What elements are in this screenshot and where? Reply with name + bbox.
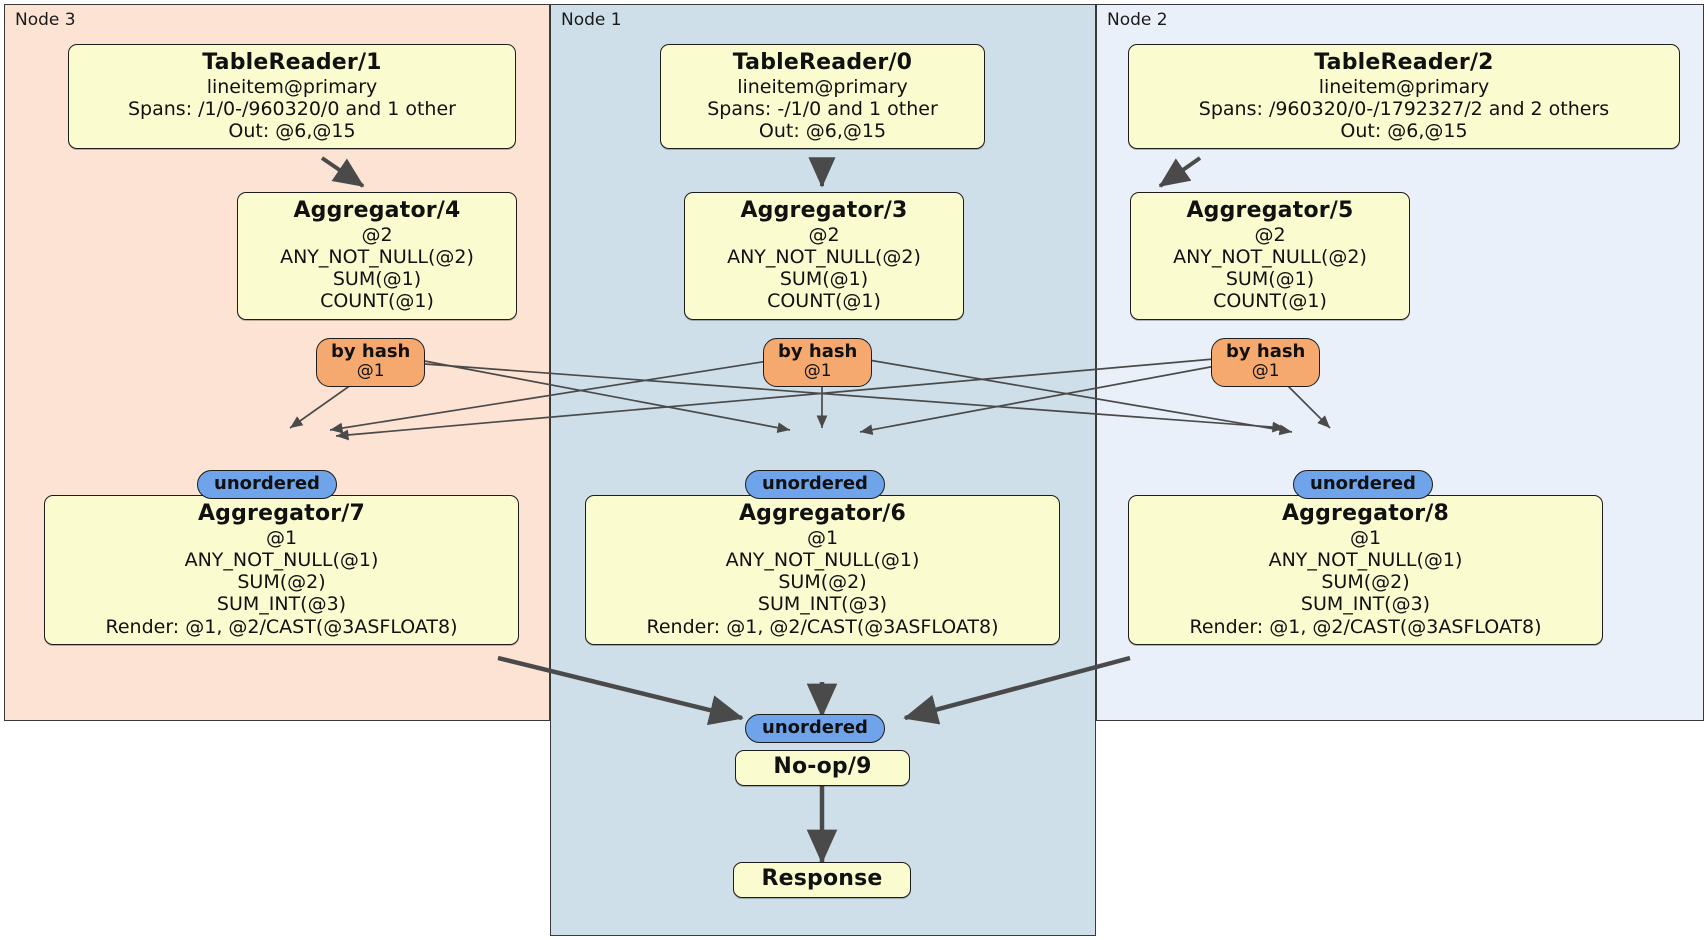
processor-line: SUM(@2) (1321, 571, 1410, 594)
processor-line: lineitem@primary (1318, 75, 1490, 98)
node-label-node1: Node 1 (561, 10, 622, 30)
processor-line: Spans: /960320/0-/1792327/2 and 2 others (1198, 97, 1610, 120)
processor-line: Out: @6,@15 (1340, 120, 1468, 143)
processor-line: COUNT(@1) (767, 290, 881, 313)
processor-line: SUM_INT(@3) (1300, 593, 1431, 616)
stream-type-label: unordered (762, 717, 868, 738)
processor-no-op-9[interactable]: No-op/9 (735, 750, 910, 786)
processor-response[interactable]: Response (733, 862, 911, 898)
processor-line: @1 (1349, 526, 1382, 549)
router-by-hash-mid[interactable]: by hash @1 (763, 338, 873, 388)
processor-line: COUNT(@1) (320, 290, 434, 313)
router-by-hash-left[interactable]: by hash @1 (316, 338, 426, 388)
processor-title: TableReader/0 (732, 50, 913, 75)
stream-type-label: unordered (214, 473, 320, 494)
stream-unordered-right[interactable]: unordered (1293, 470, 1433, 500)
router-type-label: by hash (331, 341, 411, 362)
processor-line: Spans: /1/0-/960320/0 and 1 other (128, 97, 456, 120)
processor-line: Spans: -/1/0 and 1 other (707, 97, 938, 120)
processor-line: SUM(@1) (779, 268, 869, 291)
processor-title: Aggregator/7 (197, 501, 366, 526)
router-column-label: @1 (803, 361, 832, 382)
processor-title: Aggregator/5 (1186, 198, 1354, 223)
processor-line: @2 (808, 223, 840, 246)
processor-aggregator-5[interactable]: Aggregator/5 @2 ANY_NOT_NULL(@2) SUM(@1)… (1130, 192, 1410, 320)
router-by-hash-right[interactable]: by hash @1 (1211, 338, 1321, 388)
processor-line: SUM_INT(@3) (216, 593, 347, 616)
processor-line: @1 (265, 526, 298, 549)
processor-line: @1 (806, 526, 839, 549)
node-label-node2: Node 2 (1107, 10, 1168, 30)
processor-line: SUM(@1) (332, 268, 422, 291)
stream-type-label: unordered (762, 473, 868, 494)
processor-line: Render: @1, @2/CAST(@3ASFLOAT8) (646, 615, 999, 638)
processor-line: COUNT(@1) (1213, 290, 1327, 313)
processor-line: ANY_NOT_NULL(@1) (725, 548, 920, 571)
processor-line: SUM_INT(@3) (757, 593, 888, 616)
processor-title: Aggregator/8 (1281, 501, 1450, 526)
processor-line: SUM(@2) (778, 571, 867, 594)
stream-type-label: unordered (1310, 473, 1416, 494)
stream-unordered-final[interactable]: unordered (745, 714, 885, 744)
processor-tablereader-2[interactable]: TableReader/2 lineitem@primary Spans: /9… (1128, 44, 1680, 150)
processor-line: SUM(@2) (237, 571, 326, 594)
processor-title: Response (761, 866, 883, 891)
router-column-label: @1 (356, 361, 385, 382)
processor-line: Out: @6,@15 (228, 120, 356, 143)
processor-tablereader-0[interactable]: TableReader/0 lineitem@primary Spans: -/… (660, 44, 985, 150)
processor-line: SUM(@1) (1225, 268, 1315, 291)
processor-title: TableReader/2 (1314, 50, 1494, 75)
processor-line: lineitem@primary (206, 75, 378, 98)
processor-aggregator-4[interactable]: Aggregator/4 @2 ANY_NOT_NULL(@2) SUM(@1)… (237, 192, 517, 320)
processor-line: lineitem@primary (737, 75, 908, 98)
stream-unordered-mid[interactable]: unordered (745, 470, 885, 500)
processor-aggregator-3[interactable]: Aggregator/3 @2 ANY_NOT_NULL(@2) SUM(@1)… (684, 192, 964, 320)
processor-line: @2 (361, 223, 393, 246)
router-column-label: @1 (1251, 361, 1280, 382)
processor-title: Aggregator/6 (738, 501, 907, 526)
processor-line: ANY_NOT_NULL(@2) (727, 245, 921, 268)
processor-line: Render: @1, @2/CAST(@3ASFLOAT8) (105, 615, 458, 638)
processor-line: ANY_NOT_NULL(@2) (1173, 245, 1367, 268)
processor-line: ANY_NOT_NULL(@1) (1268, 548, 1463, 571)
processor-line: ANY_NOT_NULL(@2) (280, 245, 474, 268)
processor-line: Out: @6,@15 (758, 120, 887, 143)
processor-aggregator-6[interactable]: Aggregator/6 @1 ANY_NOT_NULL(@1) SUM(@2)… (585, 495, 1060, 645)
router-type-label: by hash (778, 341, 858, 362)
router-type-label: by hash (1226, 341, 1306, 362)
stream-unordered-left[interactable]: unordered (197, 470, 337, 500)
processor-line: Render: @1, @2/CAST(@3ASFLOAT8) (1189, 615, 1542, 638)
processor-tablereader-1[interactable]: TableReader/1 lineitem@primary Spans: /1… (68, 44, 516, 150)
processor-title: TableReader/1 (202, 50, 382, 75)
processor-title: Aggregator/4 (293, 198, 461, 223)
node-label-node3: Node 3 (15, 10, 76, 30)
processor-line: @2 (1254, 223, 1286, 246)
processor-aggregator-7[interactable]: Aggregator/7 @1 ANY_NOT_NULL(@1) SUM(@2)… (44, 495, 519, 645)
processor-aggregator-8[interactable]: Aggregator/8 @1 ANY_NOT_NULL(@1) SUM(@2)… (1128, 495, 1603, 645)
processor-line: ANY_NOT_NULL(@1) (184, 548, 379, 571)
processor-title: Aggregator/3 (740, 198, 908, 223)
processor-title: No-op/9 (773, 754, 872, 779)
